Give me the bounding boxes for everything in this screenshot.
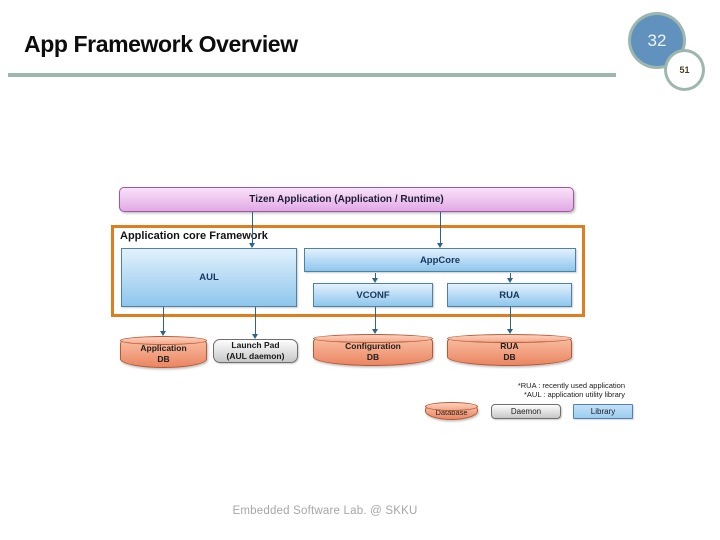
rua-db-cylinder: RUA DB (447, 334, 572, 366)
legend-database-label: Database (435, 408, 468, 418)
aul-label: AUL (199, 272, 219, 283)
configuration-db-line1: Configuration (345, 341, 401, 352)
secondary-page-number-badge: 51 (664, 49, 705, 91)
configuration-db-cylinder: Configuration DB (313, 334, 433, 366)
arrow-rua-to-rua-db (507, 307, 513, 334)
legend-note-rua: *RUA : recently used application (517, 381, 625, 390)
arrow-aul-to-launch-pad (252, 307, 258, 339)
arrow-vconf-to-configuration-db (372, 307, 378, 334)
page-title: App Framework Overview (24, 31, 298, 57)
cylinder-top-ellipse (313, 334, 433, 343)
launch-pad-line1: Launch Pad (231, 340, 280, 351)
rua-db-line2: DB (503, 352, 516, 362)
arrow-aul-to-application-db (160, 307, 166, 336)
footer-text: Embedded Software Lab. @ SKKU (232, 505, 418, 517)
configuration-db-line2: DB (366, 352, 380, 362)
launch-pad-line2: (AUL daemon) (226, 351, 285, 361)
application-db-line1: Application (140, 343, 187, 354)
arrow-appcore-to-rua (507, 273, 513, 283)
legend-library-shape: Library (573, 404, 633, 419)
title-divider (8, 73, 616, 77)
legend-daemon-label: Daemon (510, 406, 542, 416)
rua-db-line1: RUA (500, 341, 519, 352)
vconf-label: VCONF (356, 289, 390, 301)
cylinder-top-ellipse (120, 336, 207, 345)
tizen-application-label: Tizen Application (Application / Runtime… (249, 194, 444, 205)
vconf-box: VCONF (313, 283, 433, 307)
legend-database-shape: Database (425, 402, 478, 420)
arrow-appcore-to-vconf (372, 273, 378, 283)
legend-note-aul: *AUL : application utility library (523, 389, 625, 399)
rua-label: RUA (499, 289, 520, 301)
launch-pad-box: Launch Pad (AUL daemon) (213, 339, 298, 363)
application-db-line2: DB (157, 354, 170, 364)
page-number: 32 (647, 30, 667, 50)
page-number-badge: 32 (628, 12, 686, 69)
legend-library-label: Library (590, 407, 616, 416)
application-core-framework-frame (111, 225, 585, 317)
appcore-box: AppCore (304, 248, 576, 272)
legend-notes: *RUA : recently used application *AUL : … (400, 382, 625, 399)
application-db-cylinder: Application DB (120, 336, 207, 368)
cylinder-top-ellipse (425, 402, 478, 411)
cylinder-top-ellipse (447, 334, 572, 343)
tizen-application-box: Tizen Application (Application / Runtime… (119, 187, 574, 212)
secondary-page-number: 51 (679, 65, 690, 75)
arrow-tizen-to-aul (249, 212, 255, 248)
appcore-label: AppCore (419, 254, 461, 266)
legend-daemon-shape: Daemon (491, 404, 561, 419)
rua-box: RUA (447, 283, 572, 307)
arrow-tizen-to-appcore (437, 212, 443, 248)
framework-label: Application core Framework (120, 230, 268, 242)
aul-box: AUL (121, 248, 297, 307)
